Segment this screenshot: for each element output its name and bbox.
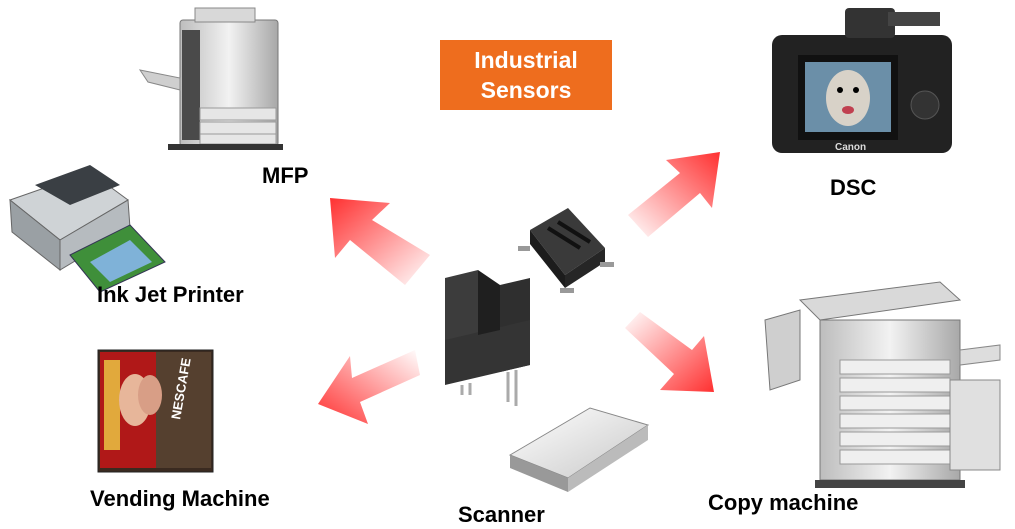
label-copy-machine: Copy machine — [708, 490, 859, 515]
scanner-image — [508, 407, 650, 492]
industrial-sensors-badge: Industrial Sensors — [440, 40, 612, 110]
label-mfp: MFP — [262, 163, 309, 188]
label-vending-machine: Vending Machine — [90, 486, 270, 511]
arrow-to-mfp — [330, 198, 430, 285]
mfp-image — [138, 7, 283, 150]
camera-image: Canon — [772, 8, 952, 153]
camera-brand-text: Canon — [835, 142, 866, 153]
photo-interrupter-sensor — [445, 270, 530, 406]
arrow-to-copy — [625, 312, 714, 392]
smd-sensor — [518, 208, 614, 293]
inkjet-printer-image — [8, 165, 166, 293]
vending-machine-image: NESCAFE — [97, 349, 214, 473]
arrow-to-dsc — [628, 152, 720, 237]
badge-line-2: Sensors — [480, 77, 572, 103]
copy-machine-image — [764, 281, 1001, 488]
arrow-to-vending — [318, 350, 420, 424]
label-inkjet-printer: Ink Jet Printer — [97, 282, 244, 307]
label-scanner: Scanner — [458, 502, 545, 527]
badge-line-1: Industrial — [474, 47, 578, 73]
label-dsc: DSC — [830, 175, 877, 200]
